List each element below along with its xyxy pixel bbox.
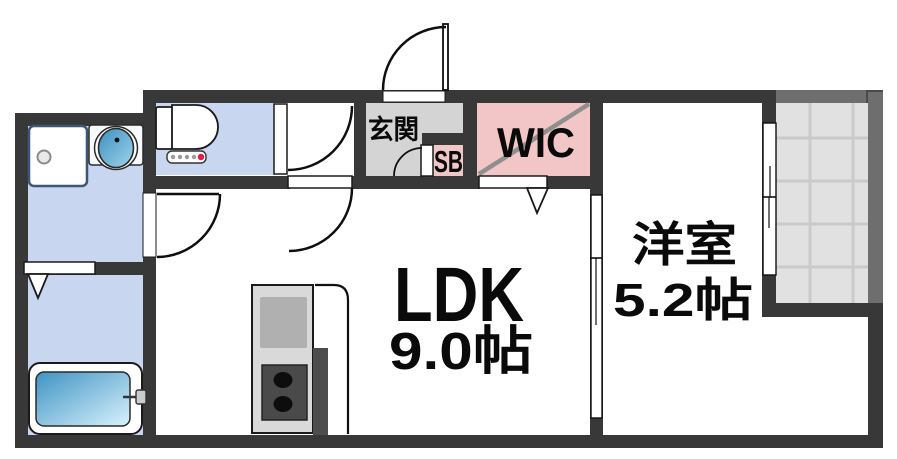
wic-door-swing-triangle [525,187,550,216]
balcony [776,103,868,303]
bathtub [28,362,147,435]
toilet-control-red-button [197,153,205,161]
washer-pan-outline [27,124,89,188]
wall-right-lower [868,303,883,448]
wall-hall-row-b [352,176,480,189]
kitchen-partition-stub [313,348,328,435]
toilet-door-arc [287,105,354,172]
balcony-grid [776,103,868,303]
washbasin [88,124,144,171]
washbasin-bowl [97,127,135,169]
stove-burner-1 [273,372,293,388]
bedroom-label: 洋室 [632,218,737,271]
balcony-wall-top [776,90,883,103]
wall-topleft-block [15,113,143,126]
wall-vestibule-right [354,103,366,176]
entrance-door-opening [382,90,446,103]
shoe-box-floor [433,145,463,176]
wall-hall-row-c [546,176,603,189]
ldk-door-leaf [287,175,353,189]
toilet-tank [155,106,174,150]
kitchen [251,283,350,435]
entrance-door-leaf [442,23,449,91]
washing-machine-pan [27,124,89,188]
wic-door-panel [478,175,548,189]
wall-entrance-wic [463,103,477,189]
ldk-size-label: 9.0帖 [389,323,533,381]
toilet-door-leaf [273,103,288,175]
refrigerator-space [315,283,350,434]
kitchen-sink [260,297,307,348]
wic-label: WIC [497,119,575,166]
wall-balcony-bottom [762,303,880,317]
toilet-door [273,103,354,175]
sliding-window [762,122,777,276]
labels: 玄関 WIC SB LDK 9.0帖 洋室 5.2帖 [368,114,753,381]
bath-door-swing-triangle [26,273,50,301]
wall-top [143,90,762,103]
shoe-box-door-leaf [420,144,434,177]
shoe-box-door-arc [393,147,423,177]
washroom-door-opening [142,192,157,258]
toilet-control-buttons [170,154,197,160]
entrance-label: 玄関 [368,114,419,145]
bath-door-panel [23,261,96,275]
shoe-box [393,144,463,177]
wall-shoebox-top [422,133,463,145]
shoe-box-label: SB [434,144,463,179]
bathtub-basin [35,371,131,427]
stove-burner-2 [273,396,293,412]
wic-folding-door [478,175,550,216]
washroom-door-arc [156,193,222,259]
washbasin-faucet [114,137,120,143]
balcony-wall-right [868,92,883,303]
entrance-door-arc [381,25,447,91]
wall-hall-row-a [143,176,290,189]
bathtub-faucet [135,389,147,405]
wic-diagonal-line [477,102,591,176]
washer-drain [36,149,52,165]
wall-bottom [15,435,883,448]
wall-left [15,113,28,448]
toilet [155,104,219,164]
toilet-bowl [171,104,219,150]
entrance-door-swing [381,23,449,103]
ldk-door-arc [288,187,354,253]
bath-folding-door [23,261,96,301]
sliding-door [590,194,603,419]
ldk-label: LDK [394,252,524,338]
washroom-door [142,192,222,259]
ldk-door [287,175,354,253]
bedroom-size-label: 5.2帖 [613,274,753,326]
